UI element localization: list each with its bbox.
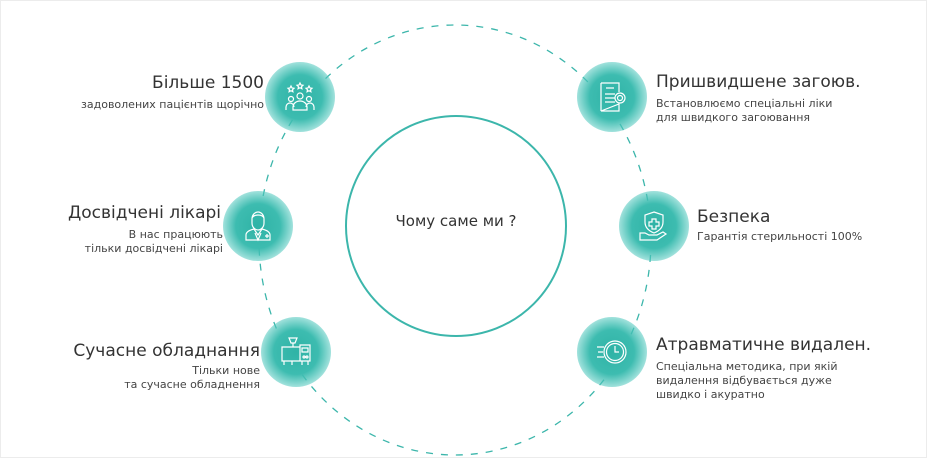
feature-title: Більше 1500 <box>152 73 264 93</box>
feature-desc: та сучасне обладнення <box>124 378 260 391</box>
feature-title: Безпека <box>697 207 771 227</box>
shield-hand-icon <box>619 191 689 261</box>
feature-title: Пришвидшене загоюв. <box>656 72 861 92</box>
feature-desc: Гарантія стерильності 100% <box>697 230 863 243</box>
feature-desc: для швидкого загоювання <box>656 111 811 124</box>
center-title: Чому саме ми ? <box>395 212 517 230</box>
feature-doctors: Досвідчені лікарі В нас працюють тільки … <box>67 203 223 256</box>
center-circle <box>345 115 567 337</box>
feature-equipment: Сучасне обладнання Тільки нове та сучасн… <box>73 341 260 392</box>
feature-title: Атравматичне видален. <box>656 335 872 355</box>
feature-desc: В нас працюють <box>128 228 223 241</box>
fast-clock-icon <box>577 317 647 387</box>
feature-patients: Більше 1500 задоволених пацієнтів щорічн… <box>81 73 264 112</box>
feature-desc: тільки досвідчені лікарі <box>84 242 223 255</box>
feature-desc: задоволених пацієнтів щорічно <box>81 98 264 111</box>
feature-atraumatic: Атравматичне видален. Спеціальна методик… <box>656 335 871 402</box>
feature-safety: Безпека Гарантія стерильності 100% <box>697 207 862 244</box>
equipment-icon <box>261 317 331 387</box>
feature-desc: Тільки нове <box>192 364 260 377</box>
feature-title: Сучасне обладнання <box>73 341 260 361</box>
feature-desc: Встановлюємо спеціальні ліки <box>656 97 833 110</box>
feature-desc: видалення відбувається дуже <box>656 374 832 387</box>
feature-desc: швидко і акуратно <box>656 388 765 401</box>
feature-desc: Спеціальна методика, при якій <box>656 360 838 373</box>
certificate-icon <box>577 62 647 132</box>
doctor-icon <box>223 191 293 261</box>
patients-stars-icon <box>265 62 335 132</box>
feature-healing: Пришвидшене загоюв. Встановлюємо спеціал… <box>656 72 861 125</box>
feature-title: Досвідчені лікарі <box>67 203 221 223</box>
